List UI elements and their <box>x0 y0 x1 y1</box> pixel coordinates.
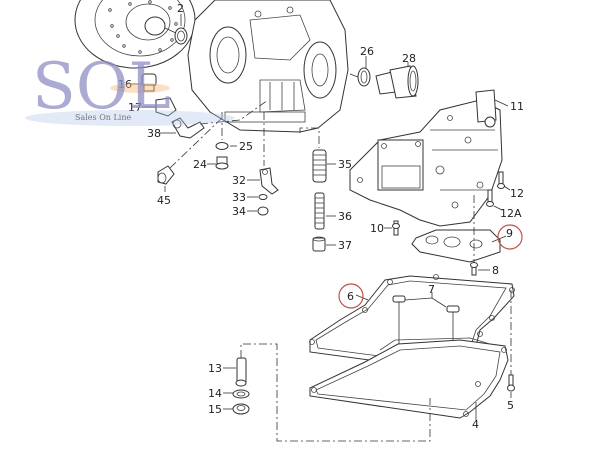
valve-body <box>349 89 509 227</box>
callout-13: 13 <box>208 362 222 375</box>
callout-24: 24 <box>193 158 207 171</box>
callout-8: 8 <box>492 264 499 277</box>
callout-38: 38 <box>147 127 161 140</box>
callout-4: 4 <box>472 418 479 431</box>
part-45-plug <box>157 117 223 192</box>
highlight-circle-6 <box>338 283 364 309</box>
part-12a-bolt <box>486 189 503 211</box>
callout-7: 7 <box>428 283 435 296</box>
part-12-bolt <box>497 171 511 191</box>
callout-11: 11 <box>510 100 524 113</box>
part-4-oil-pan <box>309 337 509 420</box>
callout-35: 35 <box>338 158 352 171</box>
callout-16: 16 <box>118 78 132 91</box>
transmission-housing <box>187 0 349 133</box>
callout-15: 15 <box>208 403 222 416</box>
part-34-nut <box>247 206 269 216</box>
callout-26: 26 <box>360 45 374 58</box>
callout-6: 6 <box>347 290 354 303</box>
part-5-bolt <box>507 290 515 398</box>
callout-34: 34 <box>232 205 246 218</box>
callout-36: 36 <box>338 210 352 223</box>
part-33-washer <box>247 194 268 200</box>
callout-14: 14 <box>208 387 222 400</box>
logo-mark: SOL <box>32 50 171 124</box>
logo-swoosh <box>25 110 235 126</box>
part-2-seal <box>174 14 188 45</box>
part-35-spring <box>299 127 336 183</box>
callout-17: 17 <box>128 101 142 114</box>
part-36-spring <box>314 192 336 230</box>
logo-glow <box>110 83 170 93</box>
part-13-pipe <box>223 343 431 442</box>
part-24-bolt <box>207 156 229 170</box>
callout-12a: 12A <box>500 207 522 220</box>
part-8-bolt <box>470 262 490 276</box>
sol-logo: SOL Sales On Line <box>25 50 235 126</box>
part-15-nut <box>223 403 250 415</box>
callout-37: 37 <box>338 239 352 252</box>
part-32-bracket <box>247 112 279 195</box>
callout-33: 33 <box>232 191 246 204</box>
callout-9: 9 <box>506 227 513 240</box>
part-26-ring <box>349 56 371 87</box>
callout-12: 12 <box>510 187 524 200</box>
part-16-plug <box>130 73 157 92</box>
part-38-elbow <box>160 99 269 139</box>
part-25-washer <box>215 112 237 150</box>
callout-28: 28 <box>402 52 416 65</box>
part-28-shaft <box>375 62 419 99</box>
callout-32: 32 <box>232 174 246 187</box>
highlight-circle-9 <box>497 224 523 250</box>
callout-2: 2 <box>177 2 184 15</box>
callout-25: 25 <box>239 140 253 153</box>
callout-45: 45 <box>157 194 171 207</box>
logo-tagline: Sales On Line <box>75 113 131 122</box>
part-9-filter <box>411 195 507 266</box>
part-37-cap <box>312 236 336 252</box>
part-10-bolt <box>384 220 400 236</box>
callout-10: 10 <box>370 222 384 235</box>
callout-5: 5 <box>507 399 514 412</box>
part-17-fitting <box>142 97 177 117</box>
part-14-washer <box>223 389 250 399</box>
